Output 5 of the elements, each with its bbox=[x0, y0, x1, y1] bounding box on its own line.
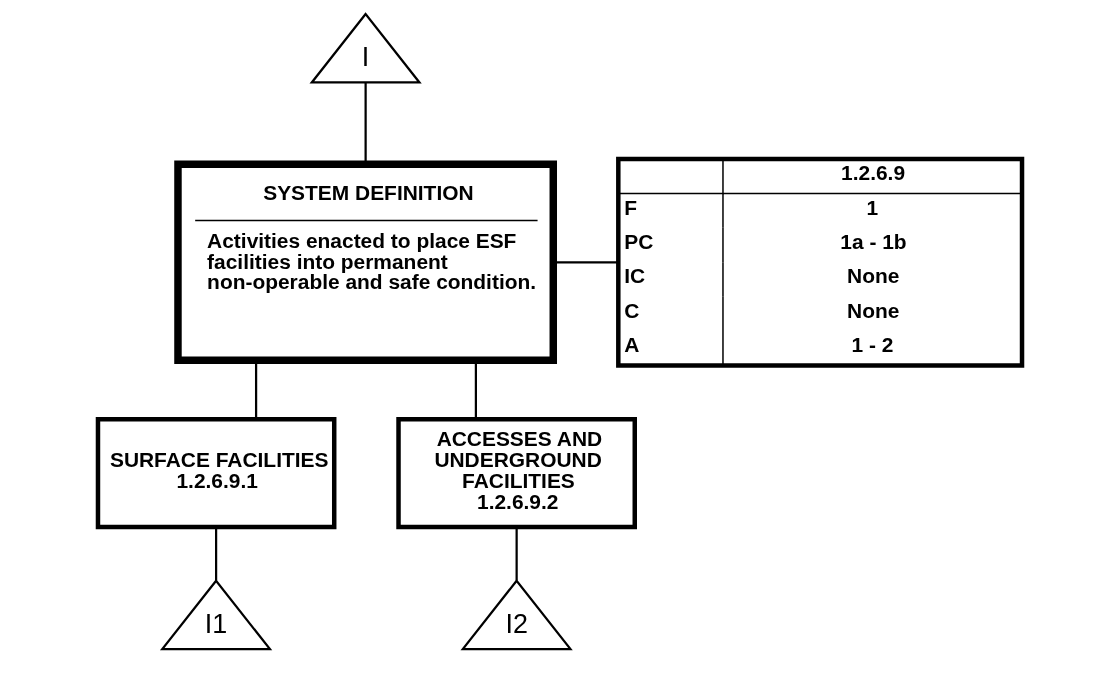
node-box: SURFACE FACILITIES 1.2.6.9.1 bbox=[95, 417, 337, 530]
connector bbox=[215, 527, 218, 581]
node-box: SYSTEM DEFINITION Activities enacted to place ESF facilities into permanent non-operable and safe condition. bbox=[174, 160, 557, 364]
node-box: ACCESSES AND UNDERGROUND FACILITIES 1.2.6.9.2 bbox=[396, 417, 637, 530]
connector bbox=[515, 527, 518, 581]
